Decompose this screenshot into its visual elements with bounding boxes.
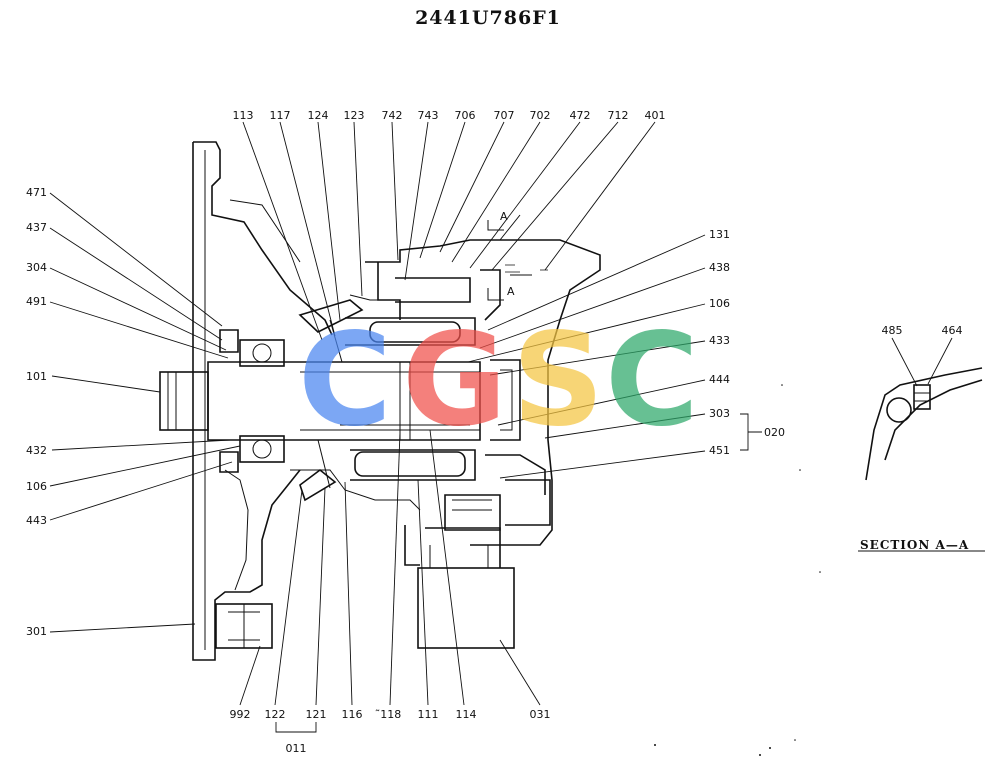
label-106-right: 106 (709, 297, 730, 310)
section-mark-a-bottom: A (507, 285, 515, 298)
label-303: 303 (709, 407, 730, 420)
label-491: 491 (26, 295, 47, 308)
label-122: 122 (265, 708, 286, 721)
label-114: 114 (456, 708, 477, 721)
label-433: 433 (709, 334, 730, 347)
section-a-a-inset (858, 337, 985, 552)
label-111: 111 (418, 708, 439, 721)
section-mark-a-top: A (500, 210, 508, 223)
label-106-left: 106 (26, 480, 47, 493)
label-301: 301 (26, 625, 47, 638)
label-712: 712 (608, 109, 629, 122)
label-113: 113 (233, 109, 254, 122)
part-031-block (417, 567, 515, 649)
drawing-title: 2441U786F1 (415, 7, 561, 29)
pump-cross-section (159, 141, 601, 661)
piston-lower (354, 451, 466, 477)
label-020: 020 (764, 426, 785, 439)
scan-specks (654, 384, 821, 756)
label-437: 437 (26, 221, 47, 234)
label-031: 031 (530, 708, 551, 721)
label-464: 464 (942, 324, 963, 337)
watermark-letter-2: G (402, 306, 507, 455)
label-451: 451 (709, 444, 730, 457)
label-471: 471 (26, 186, 47, 199)
label-707: 707 (494, 109, 515, 122)
label-706: 706 (455, 109, 476, 122)
label-742: 742 (382, 109, 403, 122)
piston-upper (369, 321, 461, 343)
label-304: 304 (26, 261, 47, 274)
leader-lines (49, 121, 762, 733)
watermark: C G S C (298, 306, 699, 455)
label-121: 121 (306, 708, 327, 721)
label-702: 702 (530, 109, 551, 122)
label-443: 443 (26, 514, 47, 527)
label-472: 472 (570, 109, 591, 122)
watermark-letter-3: S (512, 306, 604, 455)
label-743: 743 (418, 109, 439, 122)
label-131: 131 (709, 228, 730, 241)
part-labels: 113 117 124 123 742 743 706 707 702 472 … (26, 109, 969, 755)
label-116: 116 (342, 708, 363, 721)
shaft-end (159, 371, 209, 431)
label-401: 401 (645, 109, 666, 122)
label-124: 124 (308, 109, 329, 122)
label-432: 432 (26, 444, 47, 457)
section-a-a-caption: SECTION A—A (860, 538, 969, 552)
label-117: 117 (270, 109, 291, 122)
label-123: 123 (344, 109, 365, 122)
label-011: 011 (286, 742, 307, 755)
label-992: 992 (230, 708, 251, 721)
watermark-letter-4: C (605, 306, 699, 455)
watermark-letter-1: C (298, 306, 392, 455)
label-101: 101 (26, 370, 47, 383)
label-438: 438 (709, 261, 730, 274)
label-444: 444 (709, 373, 730, 386)
label-485: 485 (882, 324, 903, 337)
label-118: ˜118 (375, 708, 402, 721)
